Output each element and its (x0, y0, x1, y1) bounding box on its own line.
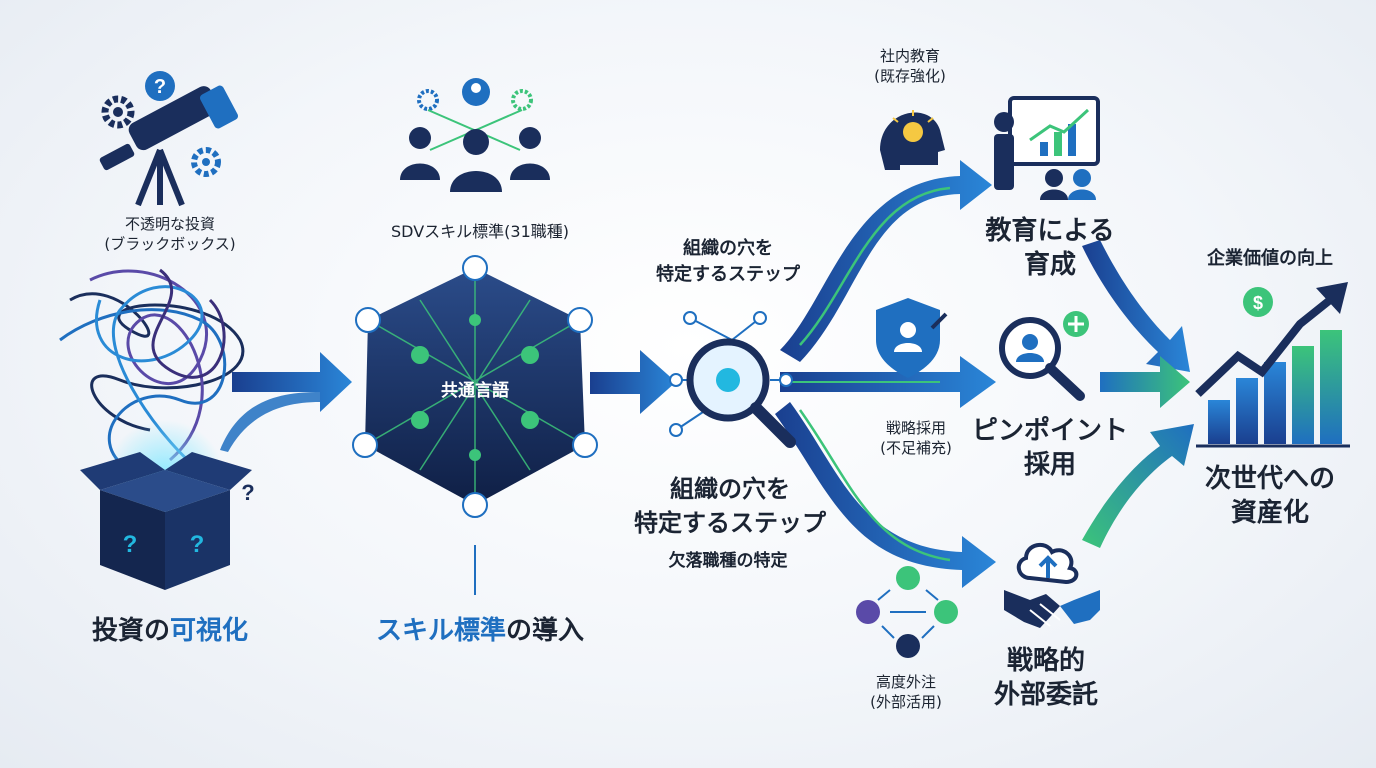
result-caption: 企業価値の向上 (1207, 248, 1333, 269)
svg-text:$: $ (1253, 293, 1263, 313)
outsourcing-title-line1: 戦略的 (1006, 646, 1085, 676)
stage3-caption-line2: 特定するステップ (656, 264, 800, 285)
stage1-caption-line2: (ブラックボックス) (104, 235, 236, 253)
stage2-title-part1: スキル標準 (375, 616, 506, 646)
flow-arrows (220, 160, 1194, 588)
stage1-title: 投資の可視化 (40, 614, 300, 648)
outsourcing-title: 戦略的 外部委託 (966, 644, 1126, 712)
stage1-caption: 不透明な投資 (ブラックボックス) (70, 214, 270, 254)
result-title-line1: 次世代への (1204, 464, 1335, 494)
outsourcing-caption-line1: 高度外注 (875, 673, 936, 691)
arrow-outsourcing-to-result (1082, 424, 1194, 548)
stage1-icons: ? ? ? ? (59, 71, 255, 590)
svg-text:?: ? (123, 531, 138, 558)
outsourcing-network-icon (856, 566, 958, 658)
stage3-title-line1: 組織の穴を (670, 475, 790, 503)
hiring-title: ピンポイント 採用 (960, 414, 1140, 482)
handshake-icon (1004, 590, 1100, 628)
gear-icon (101, 95, 221, 177)
result-title: 次世代への 資産化 (1170, 462, 1370, 530)
shield-person-icon (876, 298, 948, 378)
arrow-box-swoosh (220, 392, 320, 452)
hiring-title-line2: 採用 (1023, 450, 1076, 480)
growth-chart-icon: $ (1195, 282, 1350, 448)
hiring-caption-line2: (不足補充) (880, 439, 952, 457)
search-person-icon (999, 311, 1089, 401)
arrow-to-education (780, 160, 992, 362)
svg-text:?: ? (241, 480, 254, 505)
stage3-title-line2: 特定するステップ (634, 509, 826, 537)
stage3-subtitle: 欠落職種の特定 (668, 551, 788, 571)
stage2-icons (352, 78, 598, 595)
stage3-title: 組織の穴を 特定するステップ (600, 472, 860, 540)
stage2-caption: SDVスキル標準(31職種) (391, 222, 569, 241)
svg-text:?: ? (154, 76, 166, 98)
question-icon: ? (145, 71, 175, 101)
magnifier-icon (669, 311, 796, 448)
cloud-upload-icon (1016, 542, 1079, 585)
education-caption-line2: (既存強化) (874, 67, 946, 85)
education-title-line1: 教育による (985, 216, 1115, 246)
education-caption: 社内教育 (既存強化) (850, 46, 970, 86)
stage2-title: スキル標準の導入 (340, 614, 620, 648)
result-title-line2: 資産化 (1230, 498, 1309, 528)
arrow-stage1-to-stage2 (232, 352, 352, 412)
hiring-title-line1: ピンポイント (971, 416, 1128, 446)
stage3-icons (669, 311, 796, 448)
network-hexagon-icon (352, 255, 598, 518)
stage1-title-part1: 投資の (91, 616, 170, 646)
outsourcing-title-line2: 外部委託 (993, 680, 1098, 710)
svg-text:?: ? (190, 531, 205, 558)
stage1-title-part2: 可視化 (170, 616, 249, 646)
presentation-icon (994, 96, 1100, 200)
branch-icons (856, 96, 1100, 658)
hiring-caption-line1: 戦略採用 (885, 419, 946, 437)
telescope-icon (99, 85, 238, 207)
hub-label: 共通言語 (441, 381, 509, 401)
stage1-caption-line1: 不透明な投資 (124, 215, 215, 233)
tangled-lines (59, 268, 245, 472)
arrow-education-to-result (1082, 240, 1190, 372)
outsourcing-caption: 高度外注 (外部活用) (846, 672, 966, 712)
education-title-line2: 育成 (1023, 250, 1076, 280)
arrow-stage2-to-stage3 (590, 350, 676, 414)
stage3-caption: 組織の穴を 特定するステップ (628, 236, 828, 288)
arrow-to-outsourcing (775, 402, 996, 588)
stage2-title-part2: の導入 (506, 616, 585, 646)
outsourcing-caption-line2: (外部活用) (870, 693, 942, 711)
arrow-hiring-to-result (1100, 356, 1190, 408)
education-title: 教育による 育成 (960, 214, 1140, 282)
mystery-box-icon: ? ? ? (80, 420, 255, 590)
education-caption-line1: 社内教育 (879, 47, 940, 65)
team-icon (400, 78, 550, 192)
hiring-caption: 戦略採用 (不足補充) (856, 418, 976, 458)
lightbulb-head-icon (880, 110, 945, 170)
stage3-caption-line1: 組織の穴を (683, 238, 773, 259)
dollar-icon: $ (1243, 287, 1273, 317)
